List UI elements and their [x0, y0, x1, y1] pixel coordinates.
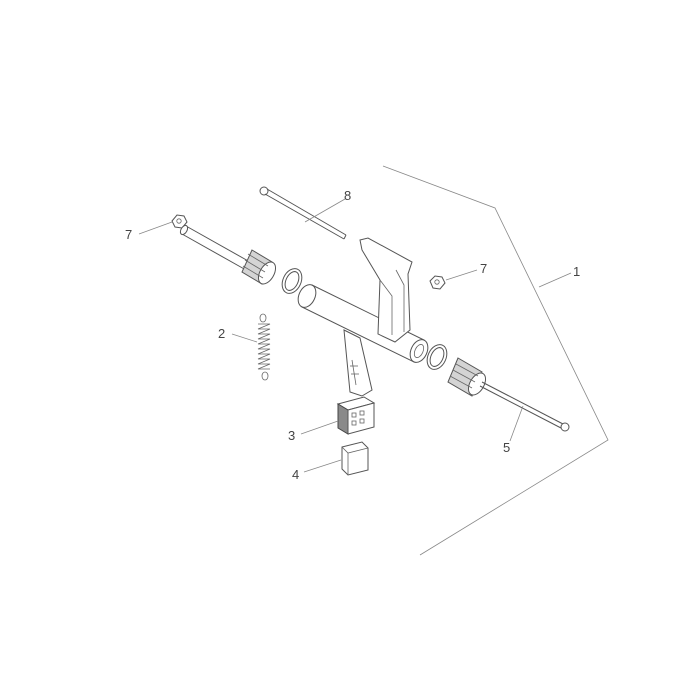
- part-2-spring: [257, 313, 271, 381]
- part-7-nut-left: [171, 214, 188, 229]
- left-ring: [281, 268, 303, 294]
- right-ring: [426, 344, 448, 370]
- assembly-bracket: [382, 165, 609, 556]
- left-roller: [241, 249, 277, 285]
- part-3-block: [336, 396, 376, 435]
- callout-5: 5: [503, 440, 510, 455]
- right-roller: [447, 357, 487, 397]
- leader-lines: [138, 198, 572, 473]
- callout-7-right: 7: [480, 261, 487, 276]
- callout-7-left: 7: [125, 227, 132, 242]
- callout-4: 4: [292, 467, 299, 482]
- main-body: [297, 237, 429, 397]
- part-7-nut-right: [429, 275, 446, 290]
- callout-1: 1: [573, 264, 580, 279]
- left-axle-rod: [179, 224, 251, 271]
- part-5-pin: [479, 381, 570, 432]
- callout-2: 2: [218, 326, 225, 341]
- part-8-pin: [259, 186, 347, 240]
- callout-3: 3: [288, 428, 295, 443]
- part-4-cap: [341, 441, 369, 476]
- callout-8: 8: [344, 188, 351, 203]
